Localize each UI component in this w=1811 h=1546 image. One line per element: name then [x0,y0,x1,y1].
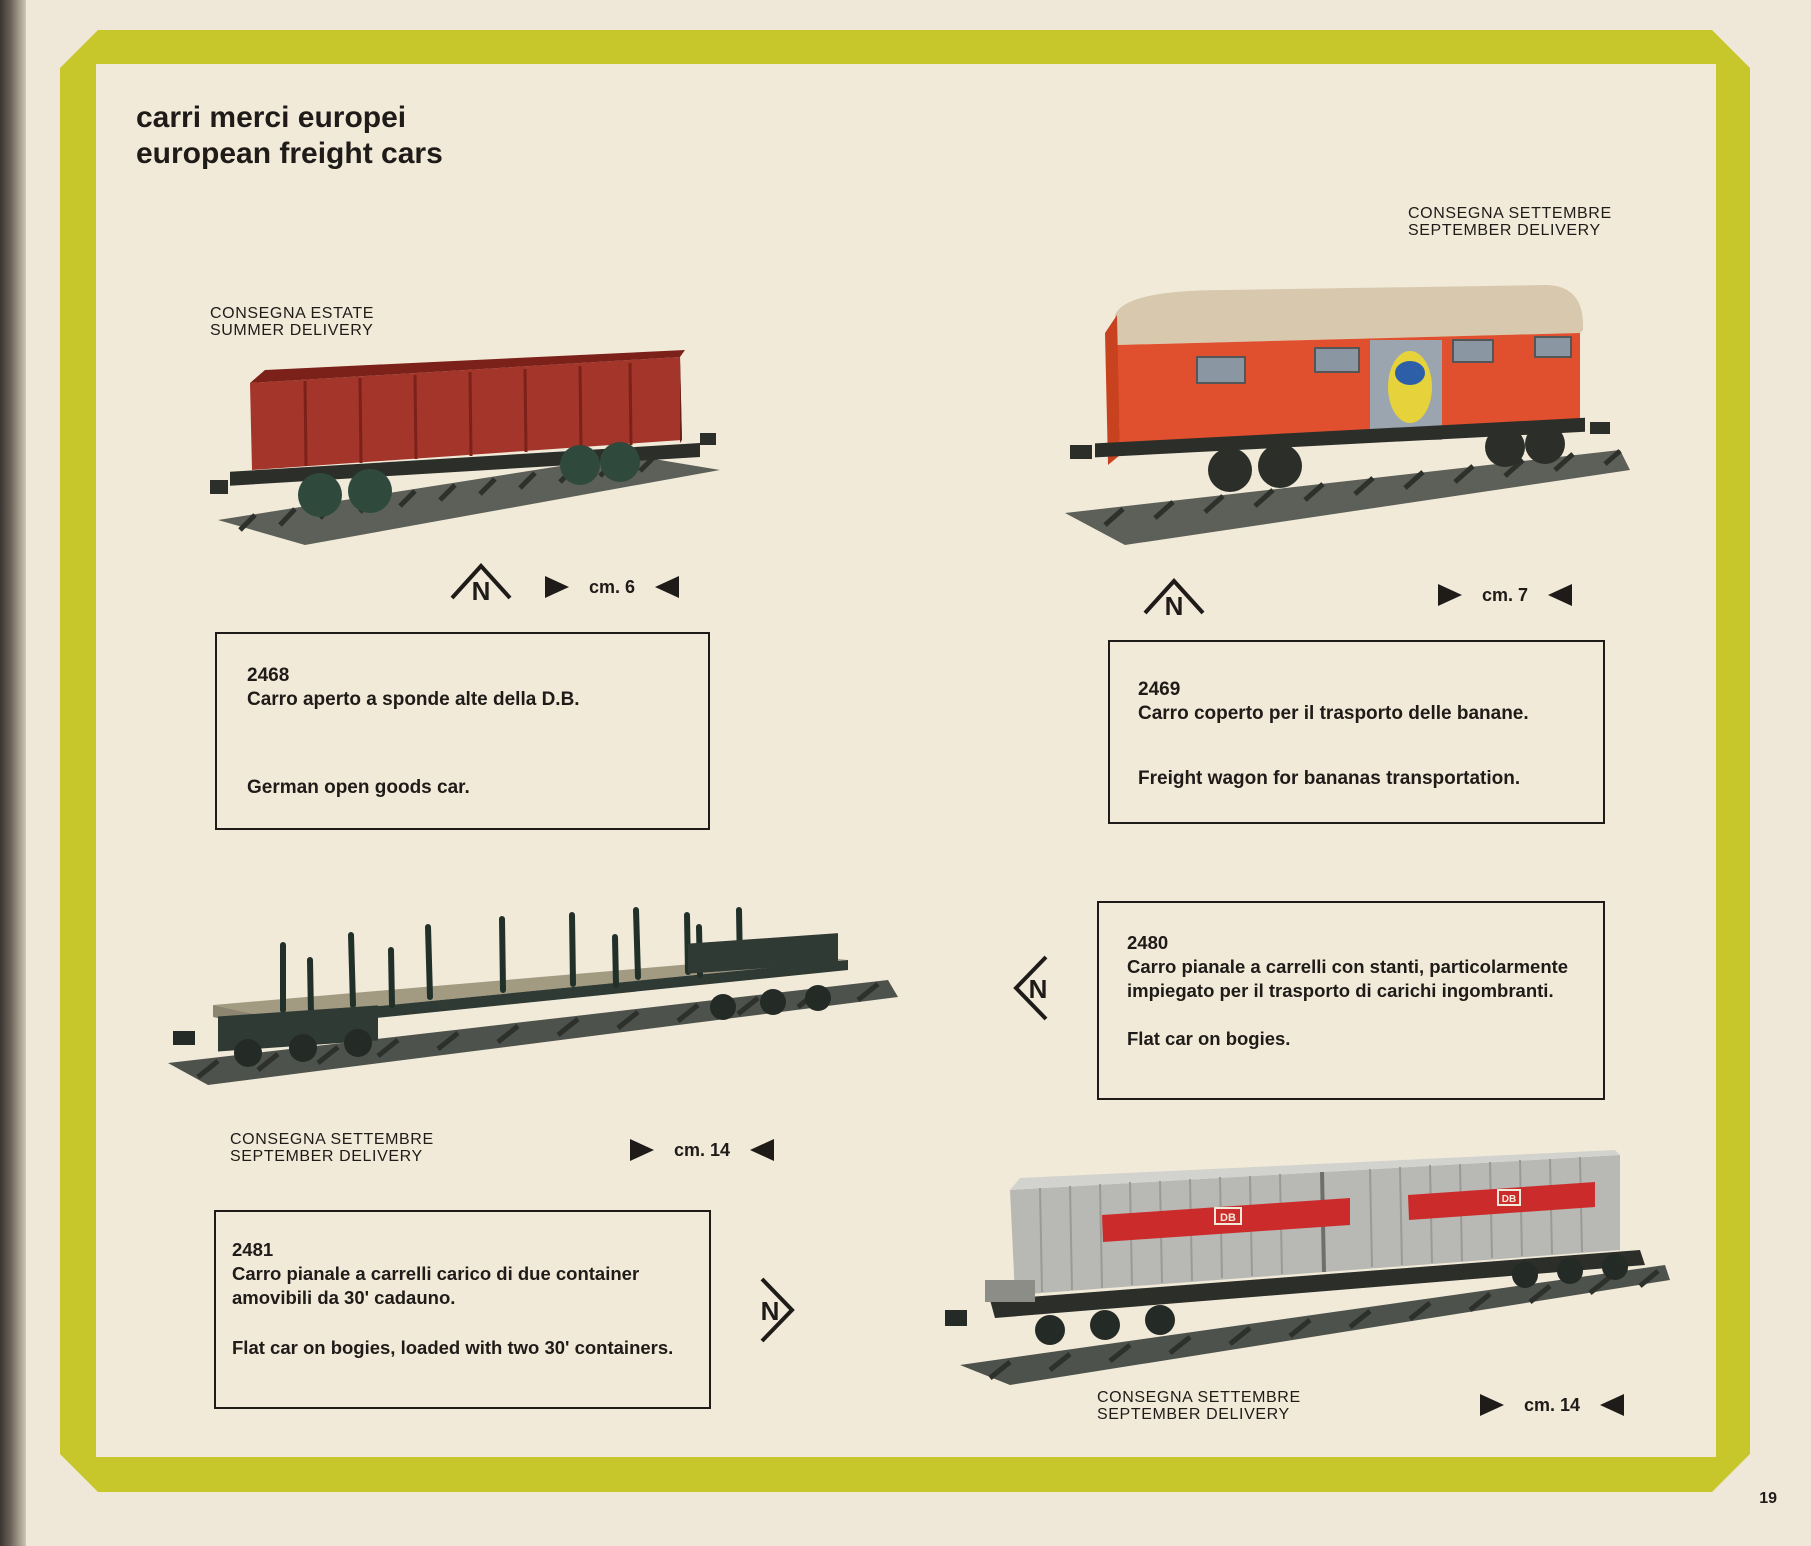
delivery-note-2469: CONSEGNA SETTEMBRE SEPTEMBER DELIVERY [1408,205,1612,239]
delivery-note-2481: CONSEGNA SETTEMBRE SEPTEMBER DELIVERY [1097,1389,1301,1423]
description-english: Flat car on bogies. [1127,1028,1291,1049]
delivery-en: SEPTEMBER DELIVERY [230,1148,423,1165]
n-logo-text: N [472,576,491,604]
item-number: 2480 [1127,932,1169,953]
description-box-2480: 2480 Carro pianale a carrelli con stanti… [1097,901,1605,1100]
title-english: european freight cars [136,137,443,170]
description-box-2481: 2481 Carro pianale a carrelli carico di … [214,1210,711,1409]
delivery-note-2480: CONSEGNA SETTEMBRE SEPTEMBER DELIVERY [230,1131,434,1165]
book-binding [0,0,26,1546]
title-italian: carri merci europei [136,101,407,134]
open-goods-car-image [210,350,720,545]
n-logo-text: N [761,1296,780,1326]
description-english: Flat car on bogies, loaded with two 30' … [232,1337,674,1358]
delivery-en: SUMMER DELIVERY [210,322,374,339]
description-english: German open goods car. [247,777,470,798]
arrow-right-icon [1438,584,1462,606]
description-italian: Carro pianale a carrelli carico di due c… [232,1263,640,1308]
arrow-right-icon [630,1139,654,1161]
description-english: Freight wagon for bananas transportation… [1138,768,1521,789]
delivery-it: CONSEGNA SETTEMBRE [1097,1389,1301,1406]
delivery-it: CONSEGNA SETTEMBRE [1408,205,1612,222]
flat-car-with-stakes-image [168,907,898,1085]
n-scale-logo-icon: N [1143,578,1205,619]
size-label: cm. 14 [1524,1394,1581,1415]
size-label: cm. 7 [1482,584,1529,605]
size-indicator-2469: cm. 7 [1438,584,1573,606]
size-label: cm. 14 [674,1139,731,1160]
arrow-left-icon [1548,584,1573,606]
db-logo-text: DB [1220,1212,1236,1224]
arrow-left-icon [750,1139,775,1161]
banana-wagon-image [1065,285,1630,545]
item-number: 2468 [247,665,290,686]
size-indicator-2468: cm. 6 [545,576,680,598]
arrow-left-icon [655,576,680,598]
item-number: 2481 [232,1239,274,1260]
item-number: 2469 [1138,679,1181,700]
delivery-en: SEPTEMBER DELIVERY [1097,1406,1290,1423]
description-italian: Carro aperto a sponde alte della D.B. [247,689,580,710]
description-italian: Carro coperto per il trasporto delle ban… [1138,703,1529,724]
n-scale-logo-icon: N [450,563,512,604]
page-number: 19 [1759,1490,1777,1507]
description-box-2469: 2469 Carro coperto per il trasporto dell… [1108,640,1605,824]
size-label: cm. 6 [589,576,636,597]
description-box-2468: 2468 Carro aperto a sponde alte della D.… [215,632,710,830]
delivery-it: CONSEGNA ESTATE [210,305,374,322]
size-indicator-2481: cm. 14 [1480,1394,1625,1416]
n-scale-logo-icon: N [1013,955,1048,1021]
db-logo-text: DB [1502,1194,1516,1205]
delivery-it: CONSEGNA SETTEMBRE [230,1131,434,1148]
arrow-right-icon [545,576,569,598]
delivery-en: SEPTEMBER DELIVERY [1408,222,1601,239]
page-title: carri merci europei european freight car… [136,100,443,172]
arrow-right-icon [1480,1394,1504,1416]
n-logo-text: N [1029,974,1048,1004]
n-logo-text: N [1165,591,1184,619]
arrow-left-icon [1600,1394,1625,1416]
delivery-note-2468: CONSEGNA ESTATE SUMMER DELIVERY [210,305,374,339]
description-italian: Carro pianale a carrelli con stanti, par… [1127,956,1569,1001]
size-indicator-2480: cm. 14 [630,1139,775,1161]
n-scale-logo-icon: N [760,1277,795,1343]
container-flat-car-image: DB DB [945,1150,1670,1385]
